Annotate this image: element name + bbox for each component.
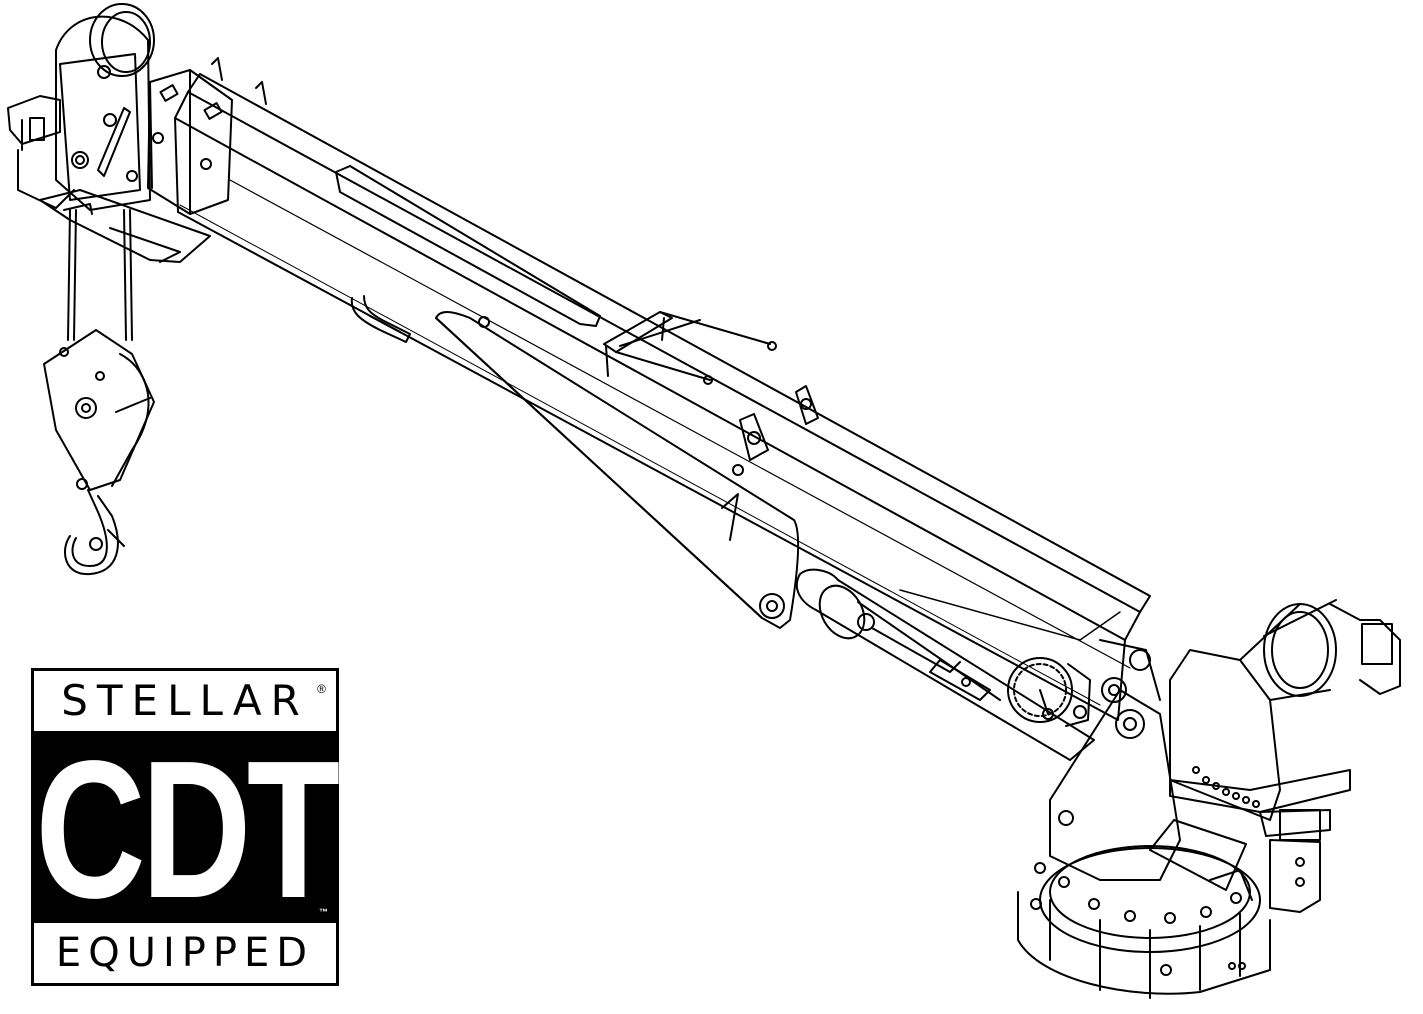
tip-sheave-housing — [7, 3, 211, 263]
lifting-eyes — [732, 385, 819, 476]
registered-mark: ® — [317, 682, 326, 696]
slew-base — [1017, 845, 1271, 999]
boom-handle — [350, 295, 411, 343]
winch — [1169, 599, 1401, 837]
main-boom — [174, 73, 1151, 721]
logo-bottom-band: EQUIPPED — [34, 923, 336, 983]
boom-extension — [147, 57, 267, 215]
base-bolts — [1030, 862, 1242, 976]
boom-cradle — [603, 311, 777, 385]
control-valve-block — [1149, 809, 1321, 913]
stellar-cdt-logo: STELLAR ® CDT ™ EQUIPPED — [31, 668, 340, 986]
logo-brand-text: STELLAR — [61, 676, 309, 725]
logo-top-band: STELLAR ® — [34, 671, 336, 731]
trademark-mark: ™ — [319, 907, 328, 917]
hook-block — [43, 329, 155, 576]
cylinder-bracket — [435, 311, 800, 629]
logo-main-band: CDT ™ — [34, 731, 340, 928]
hoist-cable — [67, 209, 133, 341]
winch-bolts — [1192, 766, 1260, 808]
control-knob — [899, 589, 1121, 727]
logo-main-text: CDT — [34, 720, 340, 939]
logo-equipped-text: EQUIPPED — [55, 930, 315, 976]
